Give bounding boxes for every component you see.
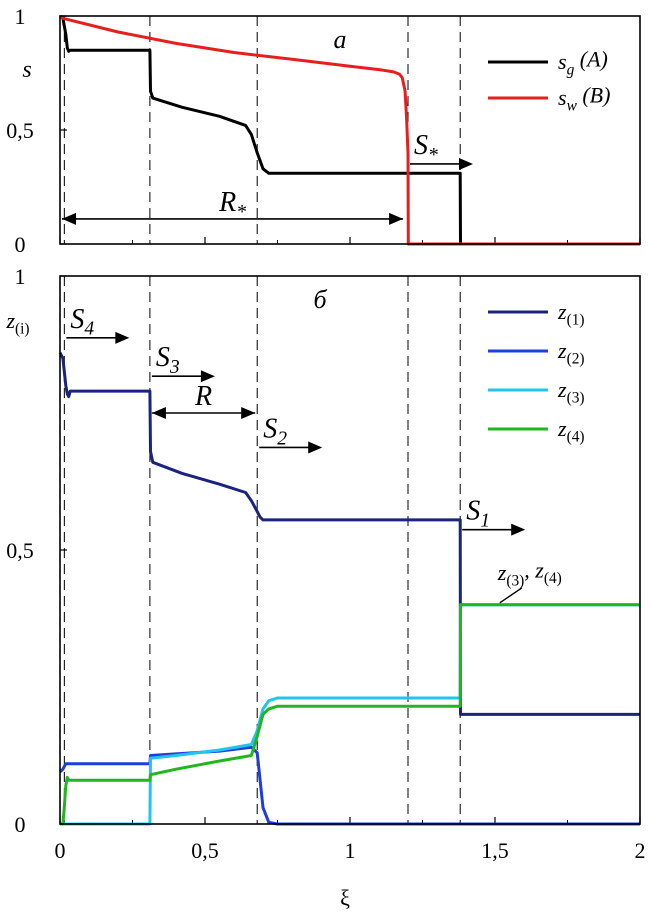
- shock-label: S2: [263, 413, 287, 449]
- arrow-head: [151, 407, 166, 419]
- plot-frame: [59, 275, 641, 825]
- range-label: R: [194, 381, 212, 412]
- callout-label: z(3), z(4): [497, 558, 562, 590]
- panel-b: 0 0,5 1 1,5 2 0 0,5 1 z(i) б z(1) z(2) z(3) z(4) S4S3R…: [5, 264, 645, 910]
- series-line-4: [60, 603, 640, 826]
- legend-label: sg (A): [558, 47, 608, 79]
- arrow-head: [115, 331, 130, 344]
- y-tick-label: 0,5: [6, 118, 34, 143]
- arrow-head: [241, 407, 256, 419]
- legend-label: sw (B): [558, 83, 610, 115]
- arrow-head: [308, 441, 323, 454]
- y-tick-label: 0: [15, 812, 26, 837]
- y-tick-label: 1: [15, 4, 26, 29]
- legend-label: z(3): [557, 377, 585, 406]
- callout-leader: [499, 587, 523, 604]
- x-tick-label: 0: [55, 838, 66, 863]
- y-axis-label: z(i): [5, 308, 29, 337]
- series-line-1: [59, 14, 640, 246]
- shock-label: S1: [466, 496, 490, 532]
- x-tick-label: 0,5: [191, 838, 219, 863]
- arrow-head: [459, 157, 473, 170]
- plot-frame: [59, 15, 641, 245]
- y-tick-label: 0: [15, 232, 26, 257]
- x-axis-label: ξ: [340, 885, 350, 910]
- panel-label: б: [313, 285, 327, 314]
- x-tick-label: 1: [345, 838, 356, 863]
- x-tick-label: 2: [635, 838, 646, 863]
- arrow-head: [200, 370, 215, 383]
- y-tick-label: 1: [15, 264, 26, 289]
- x-tick-label: 1,5: [481, 838, 509, 863]
- series-line-2: [59, 14, 640, 246]
- legend-label: z(4): [557, 416, 585, 445]
- shock-label: S4: [70, 304, 94, 340]
- y-tick-label: 0,5: [6, 538, 34, 563]
- shock-label: S3: [156, 342, 180, 378]
- arrow-head: [62, 212, 76, 225]
- arrow-head: [511, 523, 526, 536]
- series-line-2: [58, 745, 640, 826]
- panel-label: а: [334, 25, 347, 54]
- series-line-1: [58, 352, 640, 716]
- panel-a: 0 0,5 1 s а sg (A) sw (B) R* S*: [6, 4, 641, 257]
- legend-label: z(1): [557, 299, 585, 328]
- range-label: R*: [218, 187, 246, 223]
- legend-label: z(2): [557, 338, 585, 367]
- shock-label: S*: [414, 130, 438, 166]
- arrow-head: [389, 212, 404, 225]
- y-axis-label: s: [22, 57, 31, 83]
